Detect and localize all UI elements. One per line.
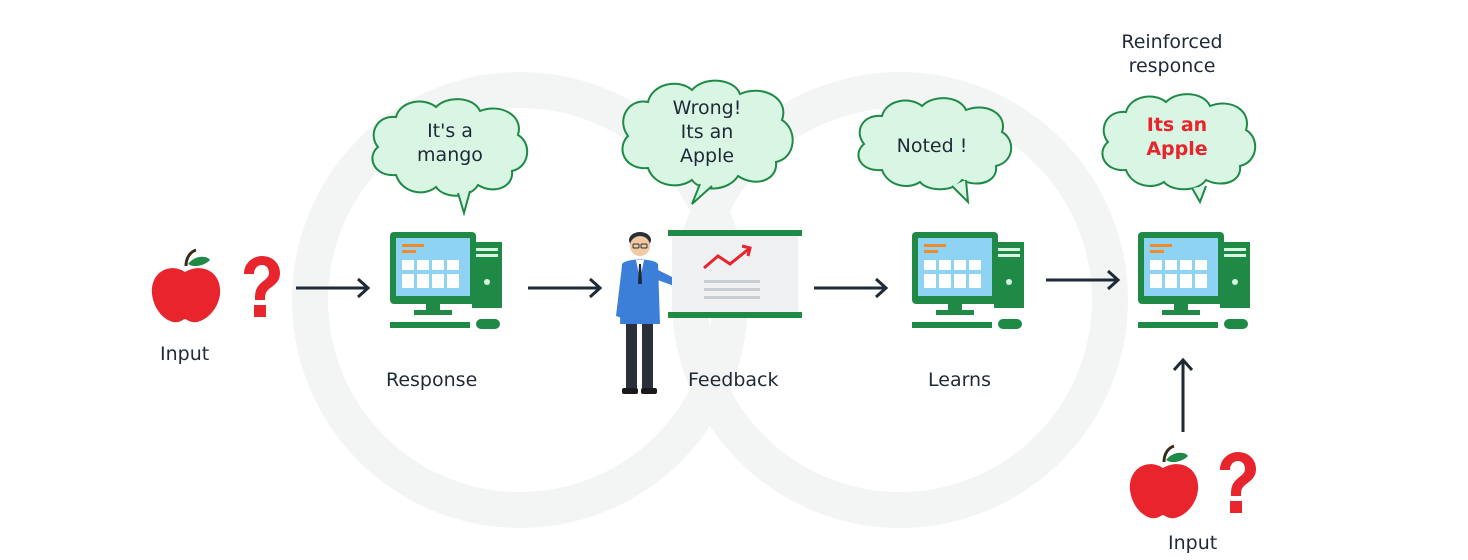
arrow-right-icon [1046, 269, 1121, 291]
cloud-bubble-feedback [621, 79, 794, 205]
apple-icon [1129, 444, 1199, 519]
computer-icon [912, 232, 1024, 329]
cloud-line: Its an [680, 121, 734, 143]
cloud-line: Apple [1146, 138, 1208, 160]
cloud-bubble-reinforced [1101, 93, 1256, 205]
cloud-line: It's a [427, 120, 473, 142]
cloud-bubble-response [371, 98, 528, 217]
teacher-icon [616, 232, 697, 394]
computer-icon [390, 232, 502, 329]
cloud-text-reinforced: Its an Apple [1127, 113, 1227, 161]
reinforced-line: responce [1128, 55, 1216, 77]
cloud-bubble-learns [857, 97, 1012, 205]
learns-label: Learns [928, 369, 992, 391]
cloud-line: Wrong! [672, 97, 742, 119]
feedback-label: Feedback [688, 369, 779, 391]
input-label-bottom: Input [1168, 532, 1218, 554]
reinforced-line: Reinforced [1121, 31, 1223, 53]
arrow-right-icon [814, 277, 889, 299]
cloud-text-response: It's a mango [400, 119, 500, 167]
computer-icon [1138, 232, 1250, 329]
arrow-right-icon [296, 277, 371, 299]
response-label: Response [386, 369, 478, 391]
presentation-board-icon [668, 230, 802, 318]
cloud-text-feedback: Wrong! Its an Apple [657, 96, 757, 168]
cloud-line: Noted ! [896, 135, 968, 157]
reinforced-response-title: Reinforced responce [1110, 30, 1234, 78]
arrow-right-icon [528, 277, 603, 299]
cloud-line: mango [417, 144, 483, 166]
arrow-up-icon [1172, 357, 1194, 432]
cloud-text-learns: Noted ! [882, 134, 982, 158]
cloud-line: Apple [679, 145, 735, 167]
question-mark-icon [1220, 452, 1256, 513]
question-mark-icon [244, 256, 280, 317]
cloud-line: Its an [1146, 114, 1208, 136]
apple-icon [151, 248, 221, 323]
input-label-left: Input [160, 343, 210, 365]
